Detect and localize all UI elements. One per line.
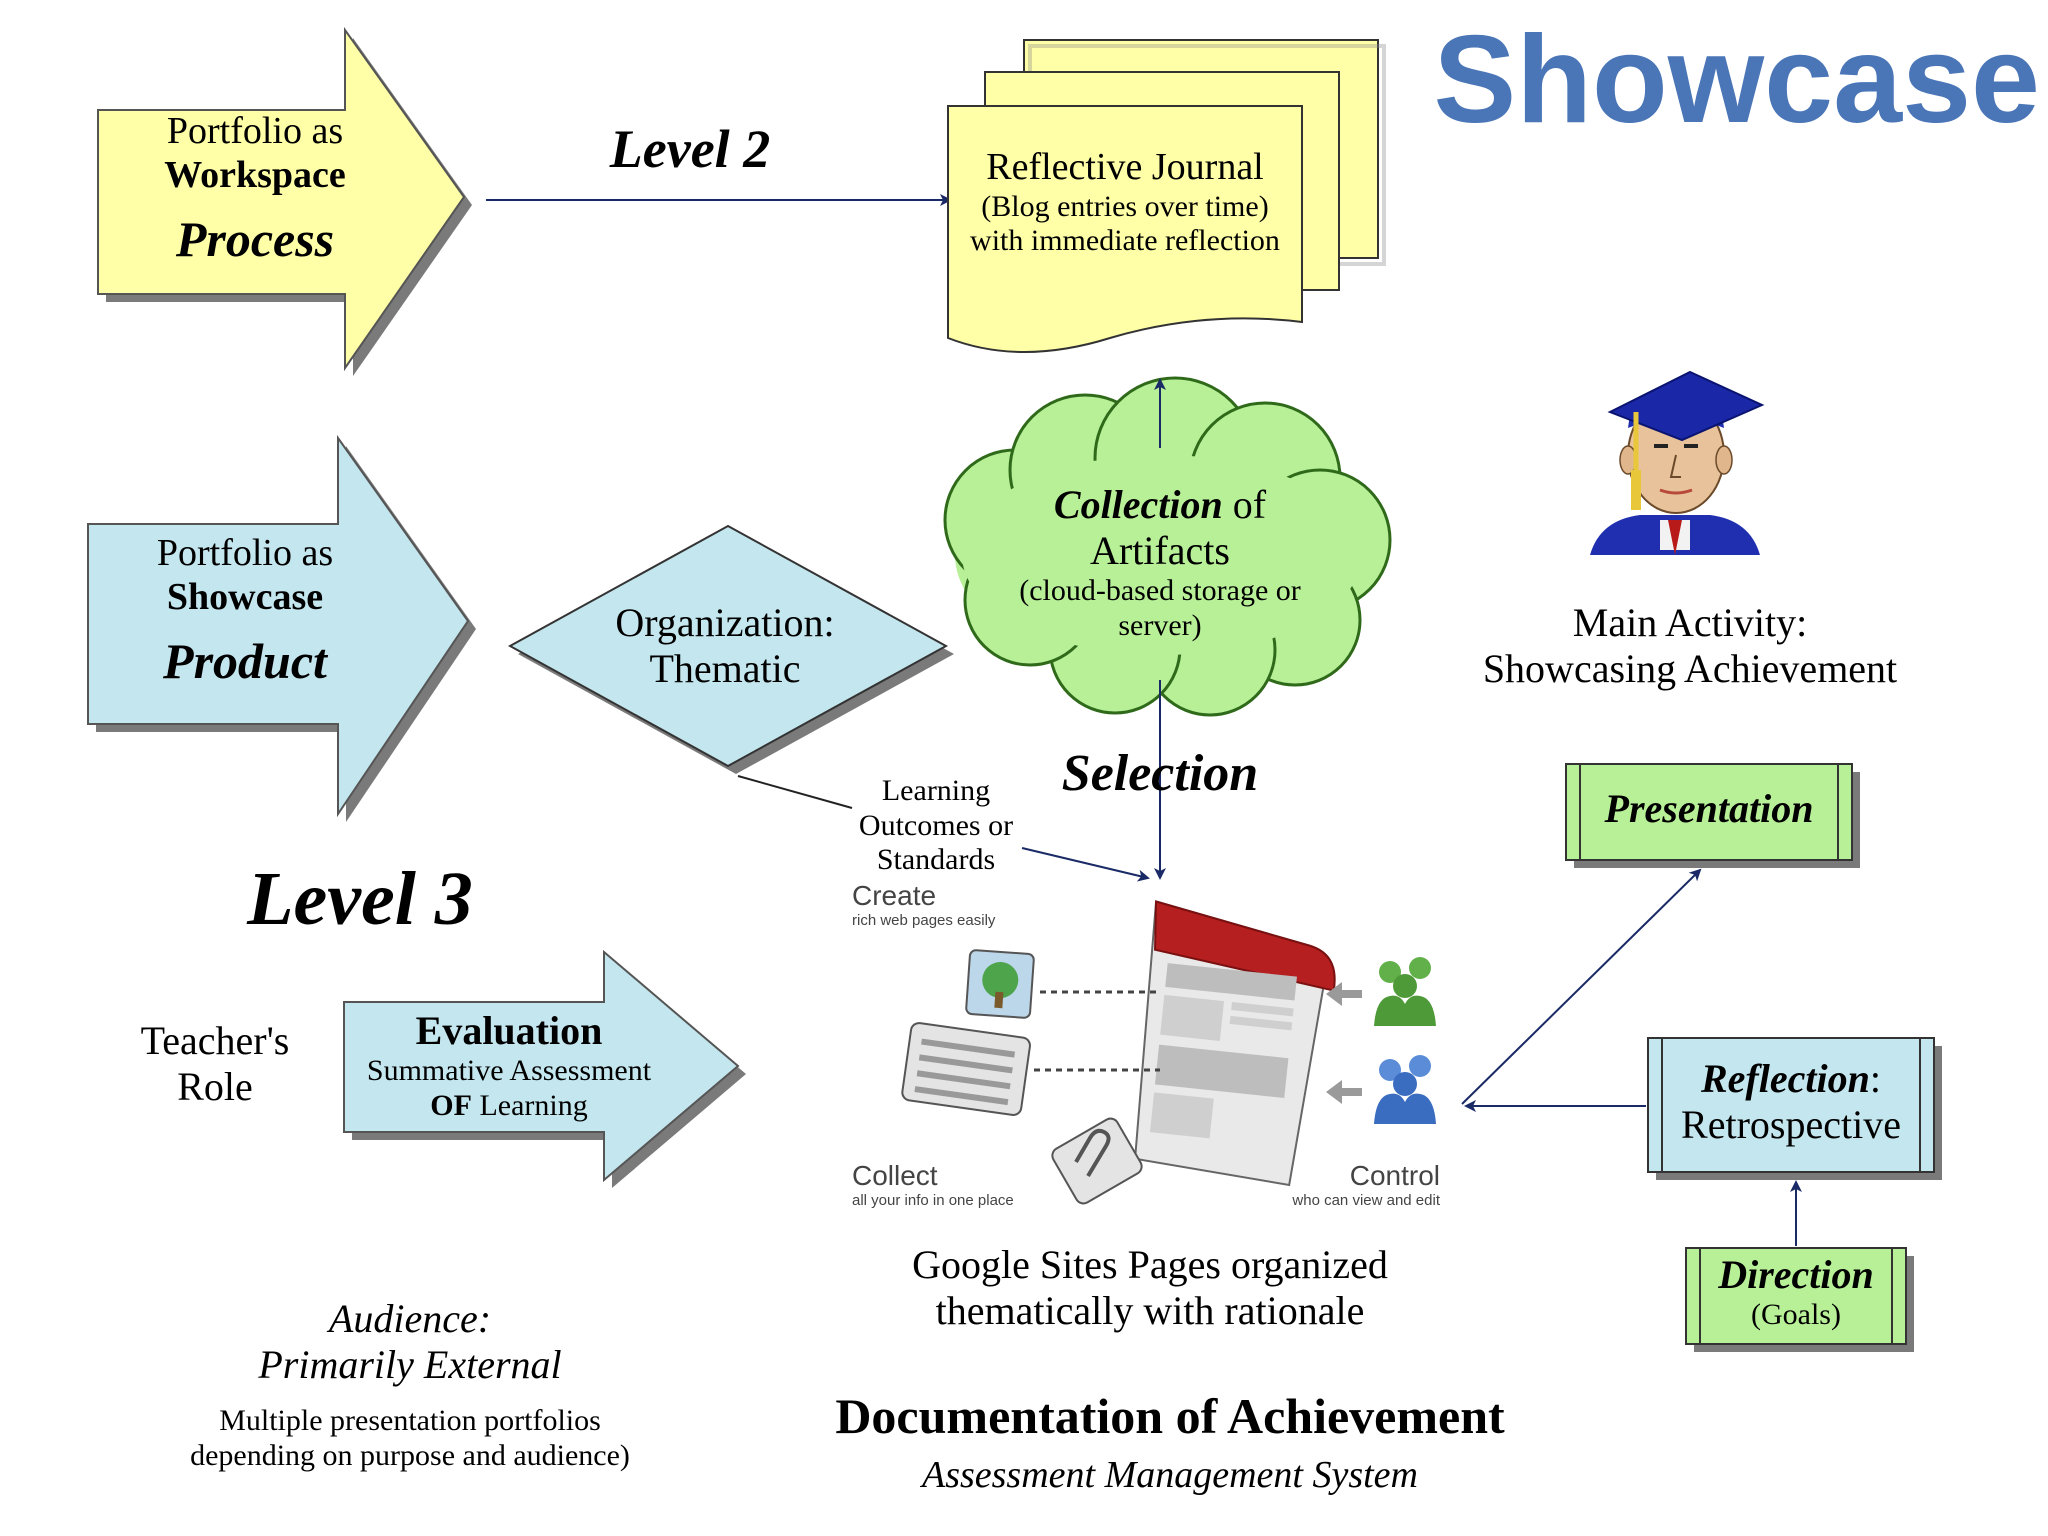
green-people-icon — [1374, 957, 1436, 1026]
audience-line2: Primarily External — [258, 1342, 562, 1387]
reflection-line1: Reflection: — [1648, 1056, 1934, 1102]
create-label: Create — [852, 880, 937, 911]
reflection-colon: : — [1869, 1056, 1881, 1101]
evaluation-title: Evaluation — [415, 1008, 603, 1053]
collection-line3: (cloud-based storage or — [1019, 574, 1301, 607]
documentation-text: Documentation of Achievement Assessment … — [760, 1388, 1580, 1497]
collection-line1: Collection of — [985, 482, 1335, 528]
outcomes-to-sites-line — [1021, 847, 1150, 882]
evaluation-of: OF — [430, 1088, 472, 1122]
teacher-role-line2: Role — [177, 1064, 253, 1109]
reflection-word: Reflection — [1701, 1056, 1870, 1101]
organization-line2: Thematic — [649, 646, 801, 691]
showcase-line3: Product — [163, 633, 327, 690]
audience-text: Audience: Primarily External Multiple pr… — [150, 1296, 670, 1473]
create-caption: Create rich web pages easily — [852, 880, 1052, 929]
evaluation-line1: Summative Assessment — [366, 1054, 652, 1087]
workspace-arrow — [97, 26, 472, 376]
reflection-text: Reflection: Retrospective — [1648, 1056, 1934, 1148]
direction-box — [1685, 1247, 1914, 1352]
reflection-line2: Retrospective — [1681, 1102, 1901, 1147]
teacher-role-text: Teacher's Role — [120, 1018, 310, 1110]
blue-people-icon — [1374, 1055, 1436, 1124]
collection-of: of — [1222, 482, 1267, 527]
workspace-arrow-label: Portfolio as Workspace Process — [120, 110, 390, 269]
workspace-line3: Process — [175, 211, 335, 268]
main-activity-text: Main Activity: Showcasing Achievement — [1460, 600, 1920, 692]
collection-word: Collection — [1053, 482, 1223, 527]
level3-label: Level 3 — [247, 857, 473, 941]
learning-outcomes-text: Learning Outcomes or Standards — [836, 774, 1036, 878]
showcase-arrow — [87, 434, 476, 822]
evaluation-arrow — [343, 949, 746, 1188]
control-caption: Control who can view and edit — [1240, 1160, 1440, 1209]
evaluation-text: Evaluation Summative Assessment OF Learn… — [344, 1008, 674, 1123]
direction-sub: (Goals) — [1751, 1298, 1841, 1331]
reflection-box — [1647, 1037, 1942, 1180]
collection-line2: Artifacts — [1090, 528, 1230, 573]
presentation-box — [1565, 763, 1860, 868]
collect-caption: Collect all your info in one place — [852, 1160, 1092, 1209]
learning-outcomes-line3: Standards — [876, 843, 996, 876]
showcase-line1: Portfolio as — [156, 532, 334, 574]
showcase-line2: Showcase — [166, 575, 324, 618]
documentation-subtitle: Assessment Management System — [921, 1453, 1418, 1496]
selection-label: Selection — [1061, 745, 1259, 802]
journal-title: Reflective Journal — [986, 146, 1264, 188]
collection-cloud — [943, 376, 1392, 717]
sites-page-icon — [1133, 900, 1336, 1187]
reflective-journal-stack — [947, 39, 1386, 353]
page-title: Showcase — [1433, 11, 2041, 149]
evaluation-learning: Learning — [471, 1088, 588, 1122]
main-activity-line1: Main Activity: — [1572, 600, 1808, 645]
list-tile-icon — [901, 1022, 1031, 1116]
organization-text: Organization: Thematic — [580, 600, 870, 692]
create-sub-label: rich web pages easily — [852, 912, 996, 930]
direction-title: Direction — [1718, 1252, 1874, 1297]
collect-label: Collect — [852, 1160, 938, 1191]
graduate-icon — [1590, 370, 1765, 555]
direction-text: Direction (Goals) — [1686, 1252, 1906, 1333]
learning-outcomes-line2: Outcomes or — [858, 808, 1014, 842]
sites-to-presentation-line — [1461, 868, 1702, 1105]
audience-line4: depending on purpose and audience) — [190, 1438, 630, 1472]
google-sites-graphic — [901, 900, 1436, 1205]
control-sub-label: who can view and edit — [1292, 1192, 1440, 1210]
level2-label: Level 2 — [609, 119, 771, 179]
workspace-line1: Portfolio as — [166, 110, 344, 152]
workspace-line2: Workspace — [164, 153, 346, 196]
control-label: Control — [1349, 1160, 1440, 1191]
collection-text: Collection of Artifacts (cloud-based sto… — [985, 482, 1335, 643]
organization-line1: Organization: — [615, 600, 835, 645]
main-activity-line2: Showcasing Achievement — [1482, 646, 1898, 691]
reflective-journal-text: Reflective Journal (Blog entries over ti… — [950, 146, 1300, 259]
teacher-role-line1: Teacher's — [140, 1018, 290, 1063]
journal-line2: with immediate reflection — [970, 224, 1280, 258]
google-sites-caption: Google Sites Pages organized thematicall… — [860, 1242, 1440, 1334]
presentation-label: Presentation — [1604, 786, 1814, 831]
learning-outcomes-line1: Learning — [881, 774, 991, 807]
paperclip-tile-icon — [1051, 1117, 1143, 1205]
audience-line3: Multiple presentation portfolios — [219, 1404, 601, 1437]
journal-line1: (Blog entries over time) — [981, 189, 1269, 223]
diamond-to-outcomes-line — [737, 775, 853, 809]
google-sites-line1: Google Sites Pages organized — [912, 1242, 1388, 1287]
image-tile-icon — [965, 949, 1035, 1019]
collection-line4: server) — [1118, 608, 1202, 642]
collect-sub-label: all your info in one place — [852, 1192, 1014, 1210]
organization-diamond — [507, 524, 954, 774]
audience-line1: Audience: — [328, 1296, 492, 1341]
google-sites-line2: thematically with rationale — [935, 1288, 1365, 1333]
showcase-arrow-label: Portfolio as Showcase Product — [110, 532, 380, 691]
evaluation-line2: OF Learning — [344, 1089, 674, 1124]
documentation-title: Documentation of Achievement — [835, 1388, 1505, 1444]
